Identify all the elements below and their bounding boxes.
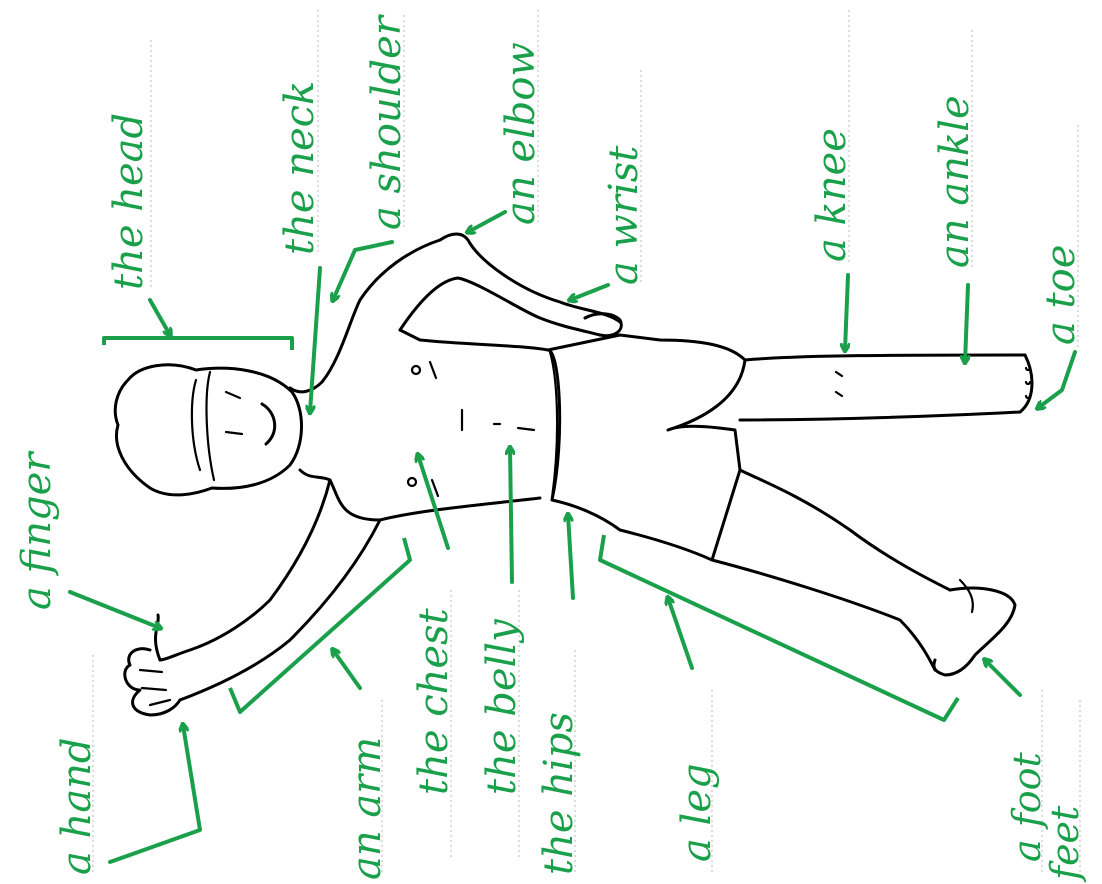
label-chest: the chest [411, 607, 457, 795]
label-hand: a hand [54, 737, 100, 875]
label-finger: a finger [14, 450, 60, 610]
label-elbow: an elbow [498, 42, 544, 225]
label-head: the head [106, 113, 152, 290]
label-leg: a leg [674, 763, 720, 862]
head-bracket [104, 338, 292, 350]
label-belly: the belly [479, 618, 525, 795]
label-shoulder: a shoulder [364, 13, 410, 230]
label-ankle: an ankle [932, 95, 978, 268]
boy-figure [115, 234, 1032, 715]
label-feet: feet [1043, 805, 1087, 883]
arm-bracket [230, 538, 410, 712]
label-neck: the neck [277, 81, 323, 255]
labels: the head the neck a shoulder an elbow a … [14, 13, 1087, 883]
label-knee: a knee [809, 128, 855, 262]
label-hips: the hips [536, 712, 582, 875]
label-wrist: a wrist [601, 145, 647, 285]
leg-bracket [600, 535, 958, 720]
label-arm: an arm [344, 737, 390, 880]
label-toe: a toe [1038, 245, 1084, 345]
